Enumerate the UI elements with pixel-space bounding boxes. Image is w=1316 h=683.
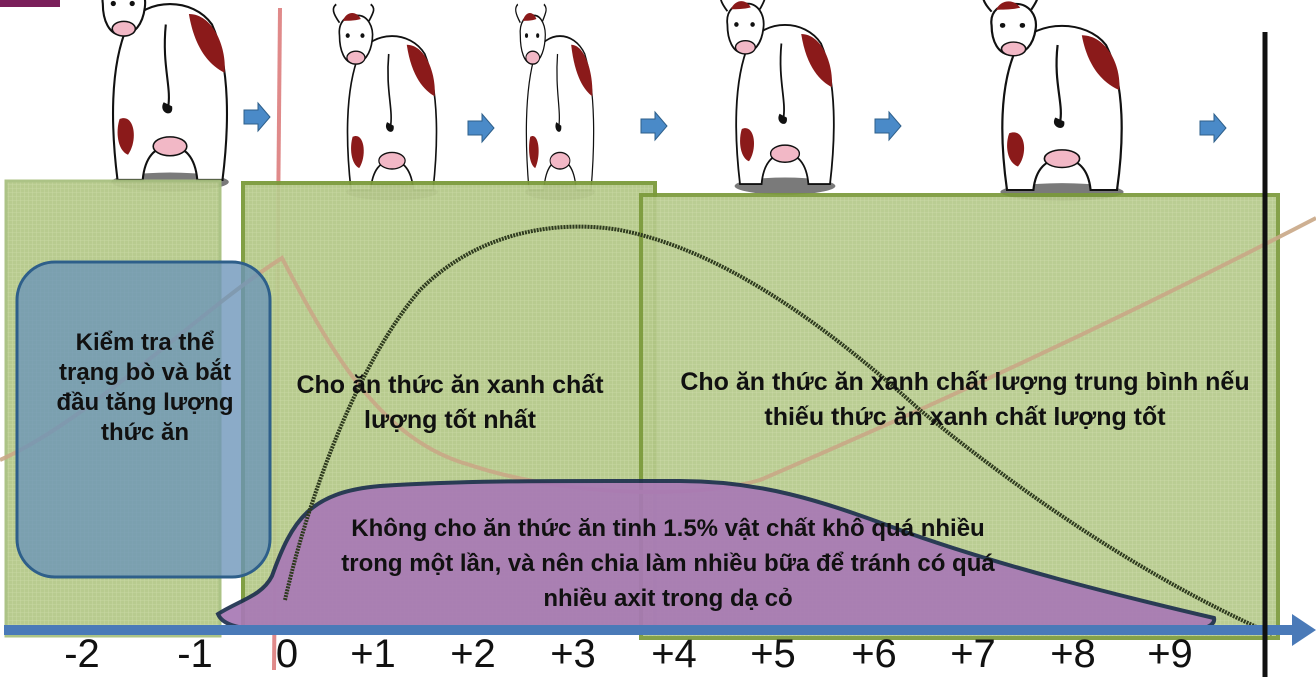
arrow-right-icon [467, 113, 495, 143]
timeline-arrowhead [1292, 614, 1316, 646]
timeline-label: +1 [350, 632, 396, 676]
medium-forage-text: Cho ăn thức ăn xanh chất lượng trung bìn… [680, 368, 1250, 431]
timeline-label: +4 [651, 632, 697, 676]
arrow-right-icon [874, 111, 902, 141]
timeline-label: +9 [1147, 632, 1193, 676]
cow-2-icon [332, 3, 439, 202]
corner-accent [0, 0, 60, 7]
check-condition-text: Kiểm tra thể trạng bò và bắt đầu tăng lư… [56, 329, 234, 446]
timeline-label: -2 [64, 632, 100, 676]
timeline-bar [4, 625, 1294, 635]
arrow-right-icon [243, 102, 271, 132]
timeline-label: +8 [1050, 632, 1096, 676]
timeline-label: +6 [851, 632, 897, 676]
arrow-right-icon [640, 111, 668, 141]
cow-1-icon [93, 0, 230, 193]
cow-4-icon [719, 0, 837, 196]
timeline-label: +7 [950, 632, 996, 676]
cow-5-icon [982, 0, 1125, 202]
timeline-label: +3 [550, 632, 596, 676]
cow-3-icon [514, 3, 596, 202]
concentrate-area [215, 478, 1217, 635]
timeline-label: 0 [275, 632, 299, 676]
info-box-check-condition [15, 260, 272, 579]
concentrate-text: Không cho ăn thức ăn tinh 1.5% vật chất … [341, 515, 995, 612]
timeline-label: +5 [750, 632, 796, 676]
best-forage-text: Cho ăn thức ăn xanh chất lượng tốt nhất [296, 371, 604, 434]
timeline-label: +2 [450, 632, 496, 676]
milk-yield-curve [283, 224, 1273, 636]
timeline-label: -1 [177, 632, 213, 676]
arrow-right-icon [1199, 113, 1227, 143]
